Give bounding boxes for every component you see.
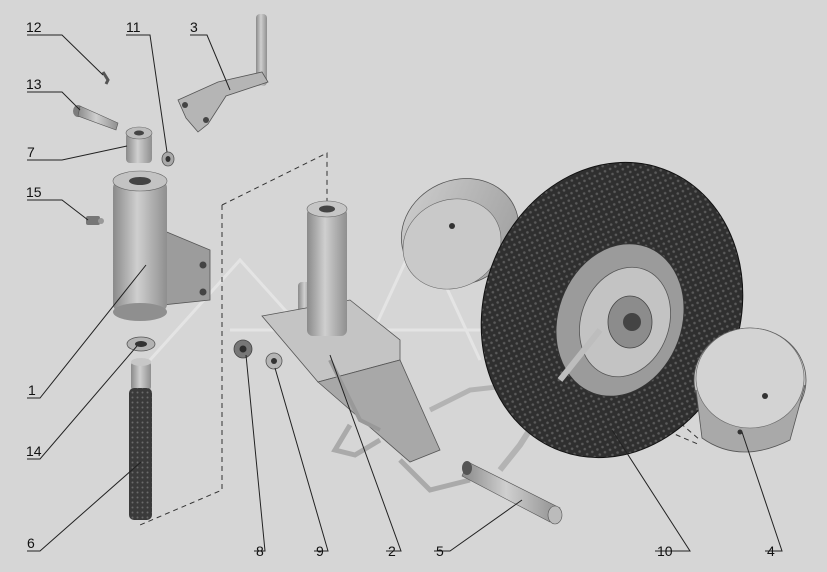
wheel-10	[480, 161, 744, 459]
bolt-13	[73, 105, 119, 131]
bushing-7	[125, 126, 153, 163]
callout-9: 9	[316, 543, 324, 559]
hub-cap-upper	[400, 178, 520, 290]
fork-strut-2	[261, 200, 561, 493]
callout-11: 11	[126, 19, 141, 35]
washer-9	[265, 352, 283, 370]
callout-12: 12	[26, 19, 42, 35]
callout-5: 5	[436, 543, 444, 559]
screw-shaft-6	[129, 358, 152, 520]
grease-nipple-15	[86, 216, 104, 225]
crank-handle-3	[177, 14, 269, 133]
callout-3: 3	[190, 19, 198, 35]
callout-6: 6	[27, 535, 35, 551]
washer-14	[126, 336, 156, 352]
main-tube-1	[112, 170, 211, 321]
callout-10: 10	[657, 543, 673, 559]
callout-labels: 12 11 3 13 7 15 1 14 6 8 9 2 5 10 4	[26, 19, 775, 559]
callout-2: 2	[388, 543, 396, 559]
washer-11	[161, 151, 175, 167]
callout-8: 8	[256, 543, 264, 559]
cotter-pin-12	[101, 71, 110, 85]
callout-7: 7	[27, 144, 35, 160]
hub-cap-4	[693, 327, 807, 453]
callout-15: 15	[26, 184, 42, 200]
leader-lines	[27, 34, 783, 552]
callout-14: 14	[26, 443, 42, 459]
callout-13: 13	[26, 76, 42, 92]
nut-8	[233, 339, 253, 359]
callout-1: 1	[28, 382, 36, 398]
callout-4: 4	[767, 543, 775, 559]
